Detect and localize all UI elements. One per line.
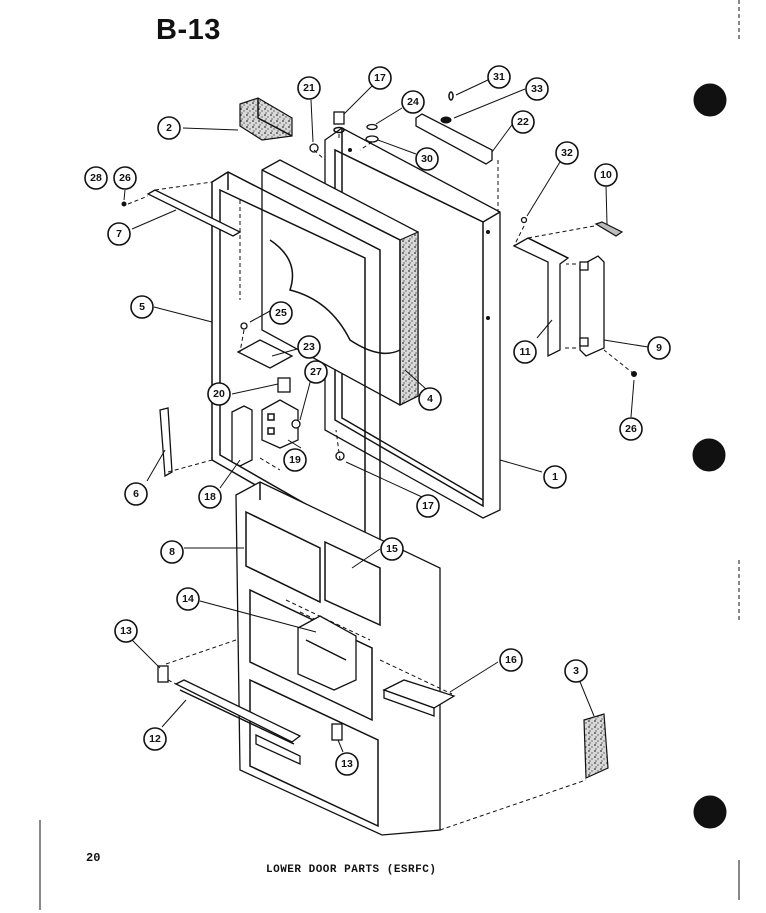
callout-14: 14: [176, 587, 200, 611]
callout-16: 16: [499, 648, 523, 672]
part-side-strip: [159, 407, 173, 478]
callout-30: 30: [415, 147, 439, 171]
callout-label: 23: [303, 341, 315, 353]
callout-15: 15: [380, 537, 404, 561]
callout-6: 6: [124, 482, 148, 506]
callout-label: 26: [625, 423, 637, 435]
alignment-lines: [127, 134, 635, 831]
callout-28: 28: [84, 166, 108, 190]
callout-label: 22: [517, 116, 529, 128]
diagram-heading: B-13: [156, 14, 221, 46]
callout-12: 12: [143, 727, 167, 751]
callout-label: 8: [169, 546, 175, 558]
callout-11: 11: [513, 340, 537, 364]
callout-3: 3: [564, 659, 588, 683]
callout-27: 27: [304, 360, 328, 384]
callout-label: 1: [552, 471, 558, 483]
part-hinge-bracket: [512, 237, 570, 358]
diagram-caption: LOWER DOOR PARTS (ESRFC): [266, 864, 437, 876]
callout-label: 7: [116, 228, 122, 240]
callout-9: 9: [647, 336, 671, 360]
callout-25: 25: [269, 301, 293, 325]
callout-5: 5: [130, 295, 154, 319]
callout-label: 15: [386, 543, 398, 555]
part-clips: [157, 665, 343, 741]
callout-label: 21: [303, 82, 315, 94]
callout-2: 2: [157, 116, 181, 140]
callout-33: 33: [525, 77, 549, 101]
callout-label: 17: [374, 72, 386, 84]
callout-label: 26: [119, 172, 131, 184]
callout-26b: 26: [619, 417, 643, 441]
part-bottom-strip: [174, 679, 302, 745]
part-cover-plate: [297, 615, 357, 691]
callout-label: 25: [275, 307, 287, 319]
callout-label: 2: [166, 122, 172, 134]
callout-32: 32: [555, 141, 579, 165]
callout-label: 33: [531, 83, 543, 95]
callout-label: 17: [422, 500, 434, 512]
callout-13a: 13: [114, 619, 138, 643]
callout-label: 19: [289, 454, 301, 466]
callout-label: 24: [407, 96, 419, 108]
callout-24: 24: [401, 90, 425, 114]
part-top-cap: [239, 97, 293, 141]
callout-label: 13: [341, 758, 353, 770]
callout-label: 27: [310, 366, 322, 378]
callout-label: 9: [656, 342, 662, 354]
part-strip-10: [594, 221, 624, 237]
callout-label: 28: [90, 172, 102, 184]
callout-label: 10: [600, 169, 612, 181]
callout-18: 18: [198, 485, 222, 509]
leader-lines: [123, 78, 649, 753]
callout-10: 10: [594, 163, 618, 187]
callout-label: 30: [421, 153, 433, 165]
callout-22: 22: [511, 110, 535, 134]
part-hardware-cluster: [121, 91, 637, 467]
callout-17a: 17: [368, 66, 392, 90]
callout-label: 13: [120, 625, 132, 637]
callout-label: 11: [519, 346, 530, 358]
callout-label: 12: [149, 733, 161, 745]
callout-label: 18: [204, 491, 216, 503]
callout-20: 20: [207, 382, 231, 406]
callout-23: 23: [297, 335, 321, 359]
callout-group: 1 2 3 4 5 6 7 8 9 10 11 12 13 13 14 15 1…: [84, 65, 671, 776]
part-door-handle: [579, 255, 605, 357]
callout-26a: 26: [113, 166, 137, 190]
callout-17b: 17: [416, 494, 440, 518]
callout-label: 14: [182, 593, 194, 605]
callout-1: 1: [543, 465, 567, 489]
callout-label: 20: [213, 388, 225, 400]
callout-13b: 13: [335, 752, 359, 776]
callout-31: 31: [487, 65, 511, 89]
callout-21: 21: [297, 76, 321, 100]
part-side-insulation: [583, 713, 609, 779]
callout-label: 32: [561, 147, 573, 159]
callout-label: 16: [505, 654, 517, 666]
callout-7: 7: [107, 222, 131, 246]
callout-label: 31: [493, 71, 505, 83]
callout-label: 5: [139, 301, 145, 313]
callout-label: 4: [427, 393, 433, 405]
binder-holes: [39, 0, 740, 910]
callout-label: 6: [133, 488, 139, 500]
part-upper-bracket: [415, 113, 493, 165]
part-tray: [382, 679, 456, 717]
callout-4: 4: [418, 387, 442, 411]
callout-8: 8: [160, 540, 184, 564]
callout-label: 3: [573, 665, 579, 677]
part-top-strip: [146, 189, 242, 237]
page-number: 20: [86, 851, 101, 865]
callout-19: 19: [283, 448, 307, 472]
